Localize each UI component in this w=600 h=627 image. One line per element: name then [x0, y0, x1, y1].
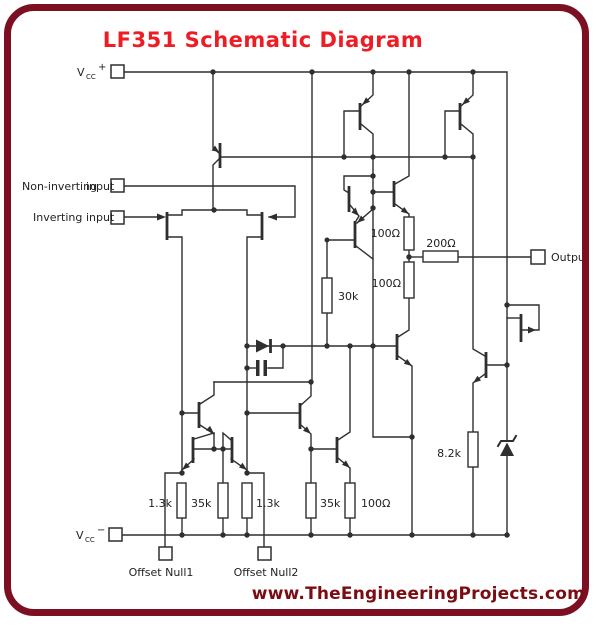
pin-vcc-minus: [108, 527, 123, 542]
resistors: [176, 216, 479, 519]
q4-emitter-arrow: [239, 462, 247, 470]
page-border: [4, 4, 589, 616]
r-100-lower-label: 100Ω: [372, 277, 401, 290]
q10-emitter-arrow: [400, 207, 409, 214]
q12-emitter-arrow: [403, 359, 412, 366]
inverting-input-word: input: [86, 211, 115, 224]
noninverting-label: Non-inverting: [22, 180, 97, 193]
j2-gate-arrow: [268, 213, 277, 221]
resistor-35k-left: [217, 482, 229, 519]
q3-emitter-arrow: [182, 462, 190, 470]
cap-plate-right: [263, 360, 267, 376]
q14-emitter-arrow: [528, 326, 536, 334]
labels: V CC + Non-inverting input Inverting inp…: [22, 62, 590, 579]
r-35k-mid-label: 35k: [320, 497, 341, 510]
q11-emitter-arrow: [462, 97, 470, 105]
r-100-bottom-label: 100Ω: [361, 497, 390, 510]
q2-emitter-arrow: [362, 97, 370, 105]
pin-terminals: [108, 64, 546, 561]
q8-emitter-arrow: [351, 207, 359, 216]
r-35k-left-label: 35k: [191, 497, 212, 510]
zener-bar: [496, 434, 518, 448]
offset-null2-label: Offset Null2: [234, 566, 299, 579]
resistor-1k3-right: [241, 482, 253, 519]
junction-dots: [179, 69, 510, 538]
vcc-plus-label: V: [77, 66, 85, 79]
noninverting-input-word: input: [86, 180, 115, 193]
r-1k3-left-label: 1.3k: [148, 497, 172, 510]
vcc-minus-label: V: [76, 529, 84, 542]
pin-offset-null1: [158, 546, 173, 561]
output-label: Output: [551, 251, 590, 264]
resistor-35k-mid: [305, 482, 317, 519]
offset-null1-label: Offset Null1: [129, 566, 194, 579]
diode: [256, 339, 272, 353]
pin-output: [530, 249, 546, 265]
q5-emitter-arrow: [206, 425, 214, 434]
resistor-100-bottom: [344, 482, 356, 519]
q13-emitter-arrow: [473, 375, 481, 383]
q6-emitter-arrow: [303, 426, 311, 434]
pin-noninverting-input: [110, 178, 125, 193]
capacitor: [256, 360, 267, 376]
resistor-200: [422, 250, 459, 263]
q1-emitter-arrow: [211, 145, 219, 152]
r-100-upper-label: 100Ω: [371, 227, 400, 240]
j1-gate-arrow: [157, 213, 166, 221]
cap-plate-left: [256, 360, 260, 376]
page-title: LF351 Schematic Diagram: [102, 28, 424, 52]
resistor-30k: [321, 277, 333, 314]
pin-offset-null2: [257, 546, 272, 561]
vcc-minus-sub: CC: [85, 536, 95, 544]
r-8k2-label: 8.2k: [437, 447, 461, 460]
resistor-100-lower: [403, 261, 415, 299]
r-200-label: 200Ω: [426, 237, 455, 250]
emitter-gate-arrows: [157, 97, 536, 470]
q9-emitter-arrow: [357, 215, 365, 223]
resistor-1k3-left: [176, 482, 187, 519]
resistor-100-upper: [403, 216, 415, 251]
pin-vcc-plus: [110, 64, 125, 79]
vcc-minus-sign: −: [97, 525, 105, 536]
vcc-plus-sign: +: [98, 62, 106, 73]
diode-triangle: [256, 339, 269, 353]
r-30k-label: 30k: [338, 290, 359, 303]
vcc-plus-sub: CC: [86, 73, 96, 81]
zener-triangle: [500, 442, 514, 456]
resistor-8k2: [467, 431, 479, 468]
zener-diode: [496, 434, 518, 456]
transistor-bars: [165, 103, 523, 463]
website-url: www.TheEngineeringProjects.com: [251, 584, 585, 604]
inverting-label: Inverting: [33, 211, 82, 224]
pin-inverting-input: [110, 210, 125, 225]
q7-emitter-arrow: [342, 460, 350, 468]
r-1k3-right-label: 1.3k: [256, 497, 280, 510]
